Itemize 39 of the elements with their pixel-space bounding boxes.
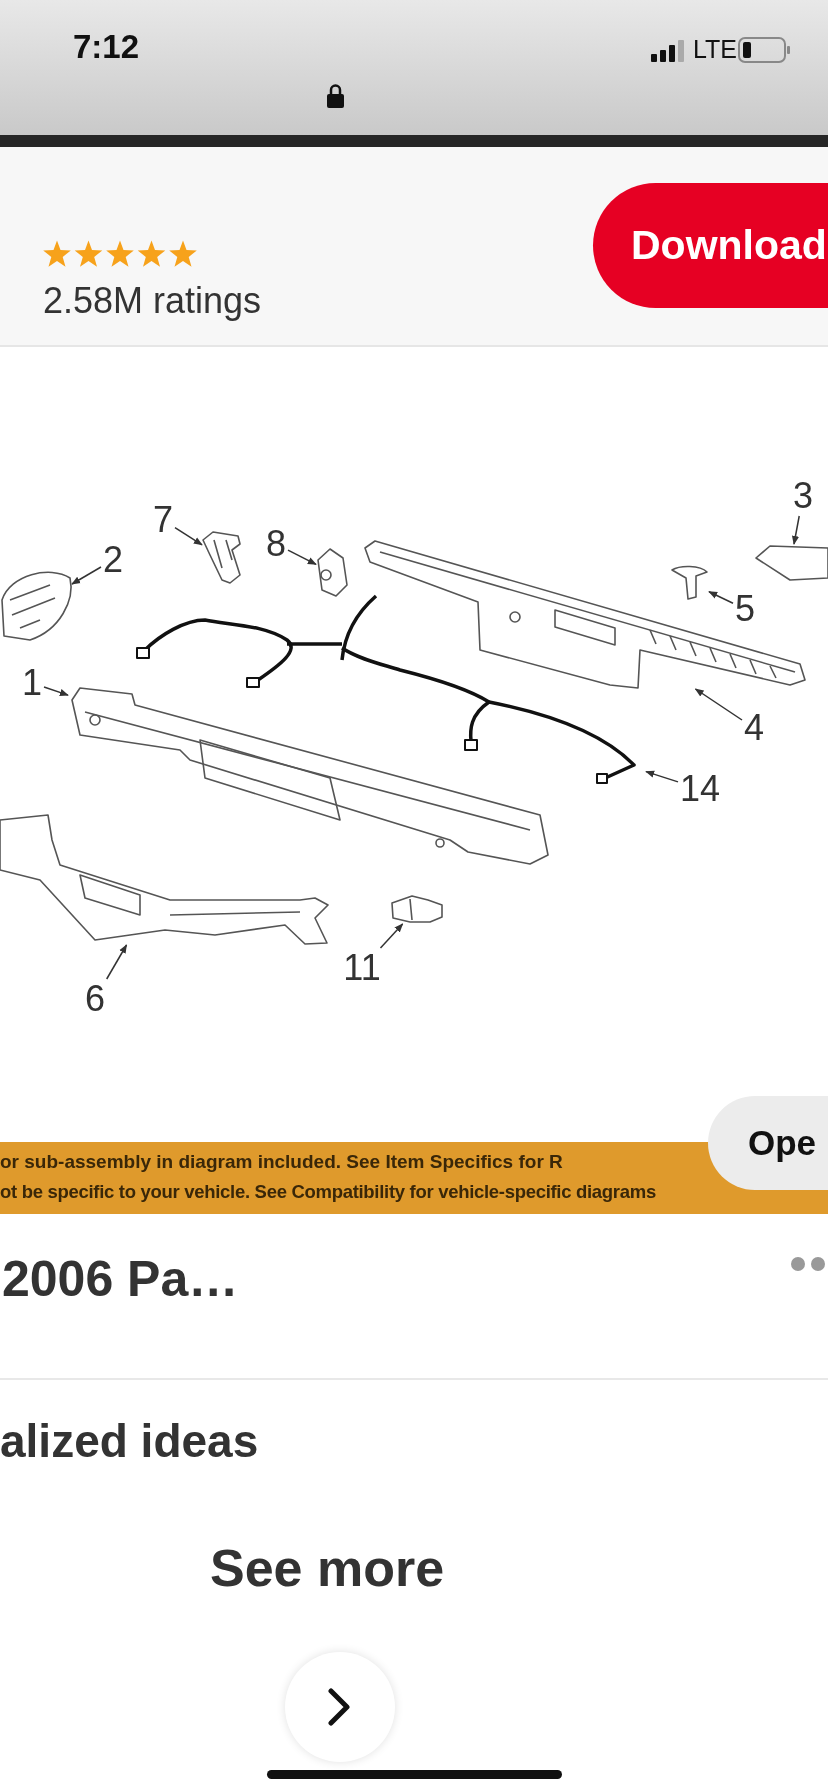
end-cap-drawing [0, 568, 72, 642]
callout-number: 3 [791, 476, 815, 516]
status-time: 7:12 [73, 28, 140, 66]
mounting-bracket-drawing [316, 548, 348, 597]
callout-number: 8 [264, 524, 288, 564]
see-more-heading: See more [210, 1538, 445, 1598]
callout-number: 14 [678, 769, 722, 809]
leader-line [287, 549, 317, 566]
callout-number: 6 [83, 979, 107, 1019]
banner-text: ot be specific to your vehicle. See Compatibility for vehicle-specific diagrams [0, 1181, 656, 1203]
leader-line [708, 590, 734, 604]
bracket-drawing [202, 530, 242, 585]
network-type: LTE [693, 35, 737, 64]
callout-number: 7 [151, 500, 175, 540]
ratings-count: 2.58M ratings [43, 280, 262, 322]
sensor-drawing [389, 895, 443, 924]
clip-drawing [671, 565, 709, 600]
callout-number: 11 [340, 948, 384, 988]
callout-number: 1 [20, 663, 44, 703]
leader-line [791, 515, 800, 545]
download-button: Download [593, 183, 828, 308]
listing-title: 2006 Pa… [2, 1250, 239, 1308]
section-heading: alized ideas [0, 1414, 259, 1468]
leader-line [174, 526, 203, 546]
step-pad-drawing [363, 541, 806, 689]
leader-line [105, 944, 128, 980]
leader-line [645, 770, 679, 783]
bumper-drawing [68, 686, 550, 866]
open-button: Ope [708, 1096, 828, 1190]
banner-text: or sub-assembly in diagram included. See Item Specifics for R [0, 1151, 563, 1173]
reinforcement-bracket-drawing [0, 813, 330, 945]
leader-line [694, 688, 743, 721]
end-pad-drawing [753, 544, 828, 581]
callout-number: 5 [733, 589, 757, 629]
leader-line [379, 923, 404, 949]
callout-number: 4 [742, 708, 766, 748]
leader-line [71, 566, 102, 585]
leader-line [43, 686, 69, 696]
callout-number: 2 [101, 540, 125, 580]
